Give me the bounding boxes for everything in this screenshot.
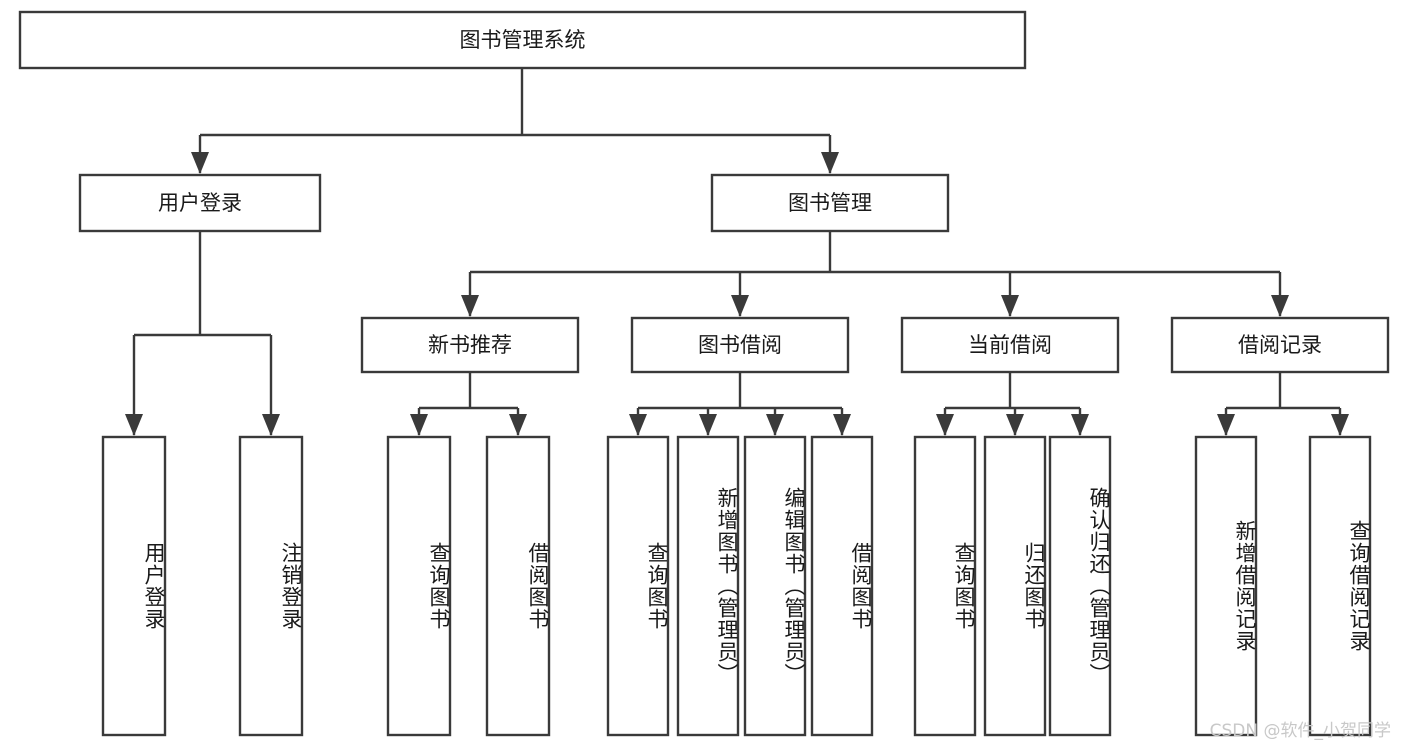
node-label-new-book-recommend: 新书推荐 — [428, 333, 512, 357]
arrow-head-icon — [1271, 295, 1289, 317]
arrow-head-icon — [125, 414, 143, 436]
node-box-leaf-user-login[interactable] — [101, 435, 167, 737]
node-box-leaf-borrow-book[interactable] — [810, 435, 874, 737]
node-label-current-borrow: 当前借阅 — [968, 333, 1052, 357]
watermark-text: CSDN @软件_小贺同学 — [1209, 721, 1391, 741]
node-box-leaf-confirm-return[interactable] — [1048, 435, 1112, 737]
arrow-head-icon — [731, 295, 749, 317]
node-box-leaf-edit-book[interactable] — [743, 435, 807, 737]
node-box-leaf-query-book-recommend[interactable] — [386, 435, 452, 737]
node-box-current-borrow[interactable] — [900, 316, 1120, 374]
node-box-leaf-add-book[interactable] — [676, 435, 740, 737]
node-box-leaf-query-book-current[interactable] — [913, 435, 977, 737]
node-box-book-borrow[interactable] — [630, 316, 850, 374]
arrow-head-icon — [191, 152, 209, 174]
arrow-head-icon — [1331, 414, 1349, 436]
node-label-borrow-record: 借阅记录 — [1238, 333, 1322, 357]
node-box-borrow-record[interactable] — [1170, 316, 1390, 374]
arrow-head-icon — [629, 414, 647, 436]
arrow-head-icon — [766, 414, 784, 436]
arrow-head-icon — [833, 414, 851, 436]
node-box-user-login[interactable] — [78, 173, 322, 233]
node-label-book-manage: 图书管理 — [788, 191, 872, 215]
arrow-head-icon — [821, 152, 839, 174]
node-box-leaf-return-book[interactable] — [983, 435, 1047, 737]
node-box-book-manage[interactable] — [710, 173, 950, 233]
node-box-leaf-logout[interactable] — [238, 435, 304, 737]
arrow-head-icon — [936, 414, 954, 436]
arrow-head-icon — [509, 414, 527, 436]
node-box-layer — [18, 10, 1390, 737]
arrow-head-icon — [262, 414, 280, 436]
node-box-leaf-add-record[interactable] — [1194, 435, 1258, 737]
node-box-root[interactable] — [18, 10, 1027, 70]
connector-layer — [125, 68, 1349, 436]
arrow-head-icon — [1001, 295, 1019, 317]
node-box-leaf-query-book-borrow[interactable] — [606, 435, 670, 737]
arrow-head-icon — [1217, 414, 1235, 436]
node-box-leaf-query-record[interactable] — [1308, 435, 1372, 737]
node-label-user-login: 用户登录 — [158, 191, 242, 215]
node-label-book-borrow: 图书借阅 — [698, 333, 782, 357]
node-label-root: 图书管理系统 — [460, 28, 586, 52]
arrow-head-icon — [461, 295, 479, 317]
arrow-head-icon — [410, 414, 428, 436]
node-box-new-book-recommend[interactable] — [360, 316, 580, 374]
arrow-head-icon — [1006, 414, 1024, 436]
arrow-head-icon — [1071, 414, 1089, 436]
node-box-leaf-borrow-book-recommend[interactable] — [485, 435, 551, 737]
arrow-head-icon — [699, 414, 717, 436]
